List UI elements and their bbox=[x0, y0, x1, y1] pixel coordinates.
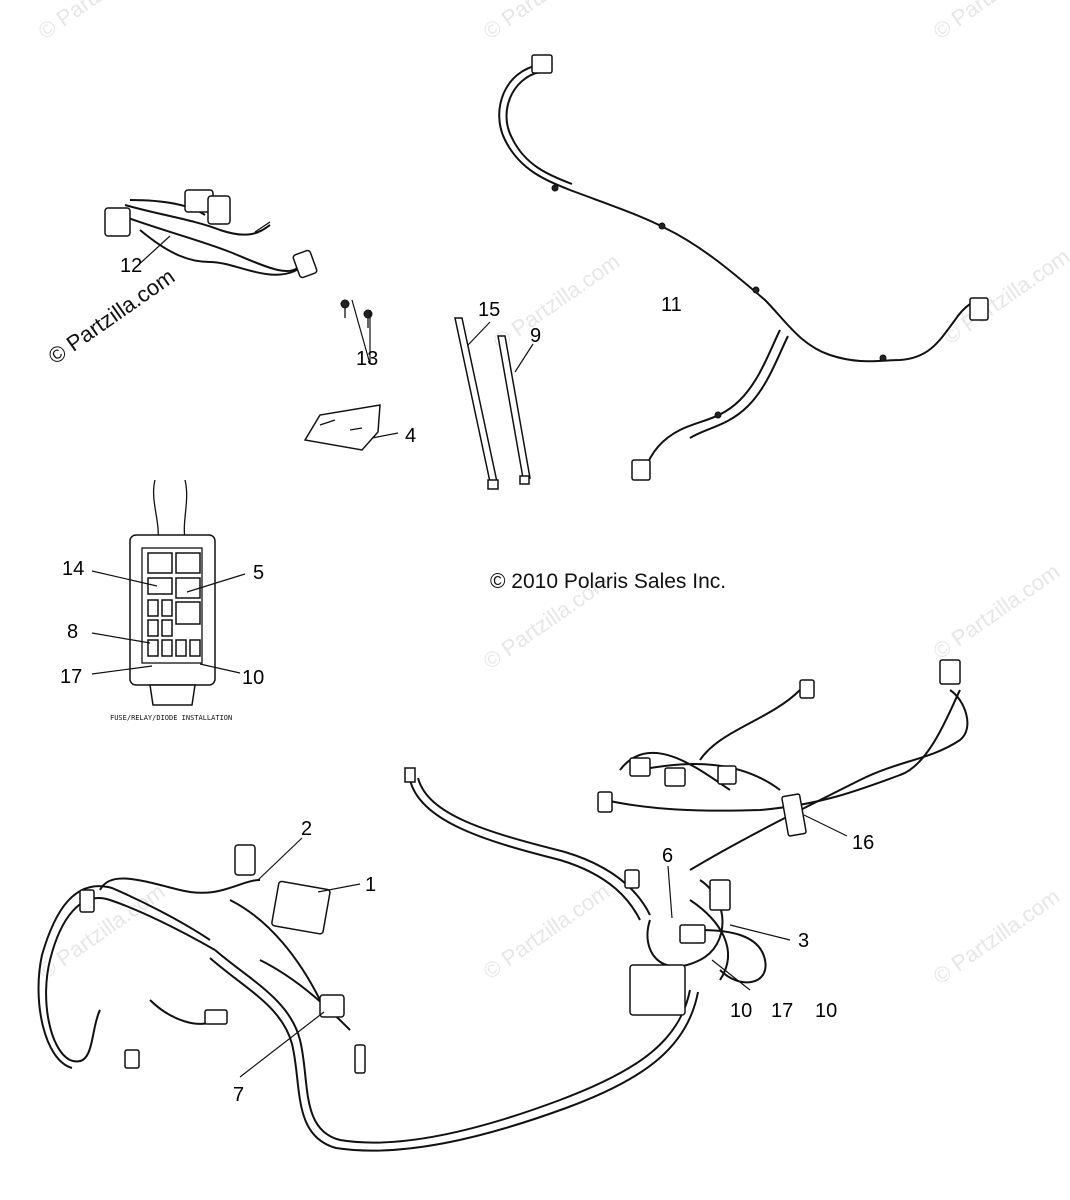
callout-10: 10 bbox=[730, 1000, 752, 1022]
callout-10: 10 bbox=[242, 667, 264, 689]
callout-9: 9 bbox=[530, 325, 541, 347]
callout-15: 15 bbox=[478, 299, 500, 321]
watermark: © Partzilla.com bbox=[34, 0, 170, 44]
callout-16: 16 bbox=[852, 832, 874, 854]
bracket-4 bbox=[303, 299, 381, 451]
callout-14: 14 bbox=[62, 558, 84, 580]
callout-17: 17 bbox=[60, 666, 82, 688]
watermarks: © Partzilla.com © Partzilla.com © Partzi… bbox=[34, 0, 1070, 989]
callout-2: 2 bbox=[301, 818, 312, 840]
cable-ties bbox=[454, 317, 531, 490]
watermark: © Partzilla.com bbox=[929, 559, 1065, 665]
watermark: © Partzilla.com bbox=[939, 244, 1070, 350]
callout-10: 10 bbox=[815, 1000, 837, 1022]
callout-4: 4 bbox=[405, 425, 416, 447]
watermark: © Partzilla.com bbox=[479, 879, 615, 985]
callout-5: 5 bbox=[253, 562, 264, 584]
main-harness bbox=[37, 767, 699, 1152]
fuse-box-inset bbox=[129, 479, 216, 706]
callout-13: 13 bbox=[356, 348, 378, 370]
harness-12 bbox=[104, 189, 318, 279]
watermark: © Partzilla.com bbox=[929, 884, 1065, 990]
watermark: © Partzilla.com bbox=[489, 249, 625, 355]
callout-1: 1 bbox=[365, 874, 376, 896]
callout-7: 7 bbox=[233, 1084, 244, 1106]
inset-caption: FUSE/RELAY/DIODE INSTALLATION bbox=[110, 714, 232, 722]
watermark: © Partzilla.com bbox=[34, 879, 170, 985]
callout-6: 6 bbox=[662, 845, 673, 867]
harness-11 bbox=[496, 54, 989, 481]
callout-8: 8 bbox=[67, 621, 78, 643]
watermark: © Partzilla.com bbox=[929, 0, 1065, 44]
callout-11: 11 bbox=[661, 294, 682, 316]
copyright-text: © 2010 Polaris Sales Inc. bbox=[490, 570, 726, 593]
callout-3: 3 bbox=[798, 930, 809, 952]
callout-17: 17 bbox=[771, 1000, 793, 1022]
watermark-primary: © Partzilla.com bbox=[44, 264, 180, 370]
right-harness bbox=[597, 659, 969, 1016]
leader-lines bbox=[91, 235, 848, 1078]
callout-12: 12 bbox=[120, 255, 142, 277]
watermark: © Partzilla.com bbox=[479, 0, 615, 44]
